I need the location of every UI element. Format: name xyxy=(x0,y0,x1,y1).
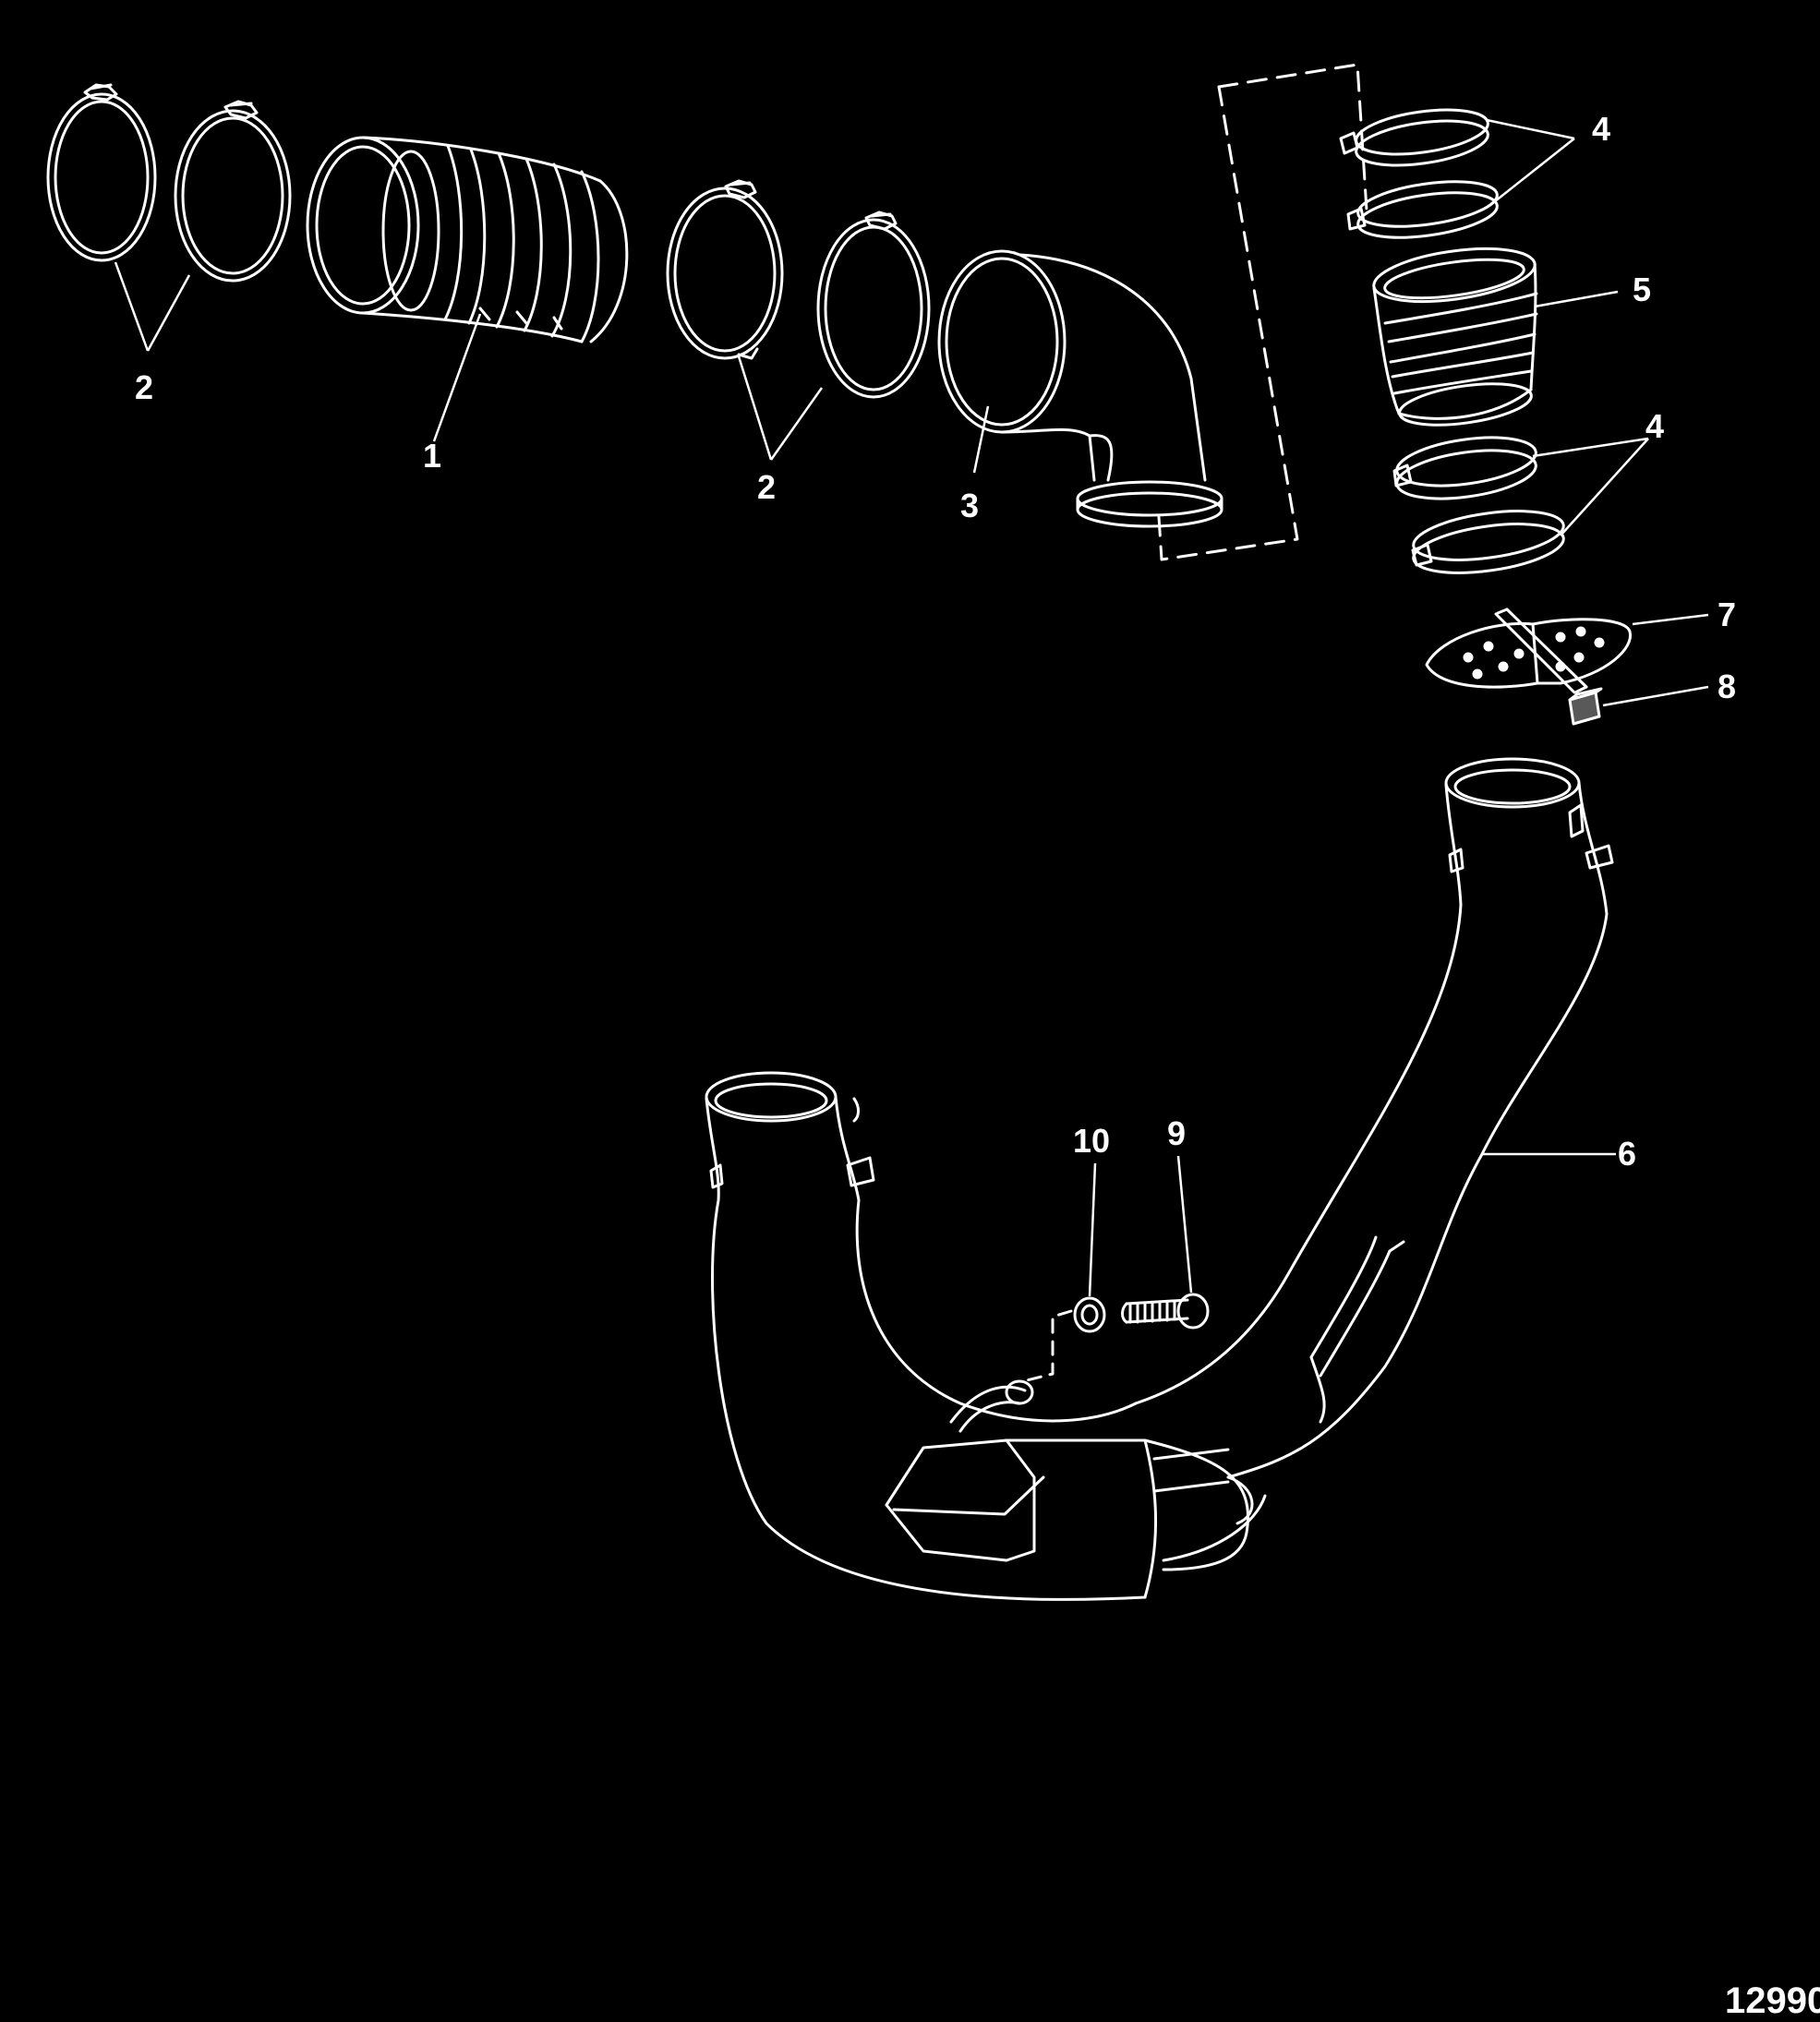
leader-5 xyxy=(1534,290,1619,308)
part-10-washer xyxy=(1073,1296,1106,1333)
leader-3 xyxy=(972,405,990,474)
part-5-coupling-hose xyxy=(1372,247,1538,427)
part-4-clamp-lower-a xyxy=(1392,436,1537,500)
bolt-alignment-dashed-line xyxy=(1021,1309,1073,1383)
alternate-parts-dashed-bracket xyxy=(1157,63,1368,561)
callout-4-upper: 4 xyxy=(1592,110,1610,148)
callout-8: 8 xyxy=(1718,668,1736,705)
part-2-clamp-mid-a xyxy=(666,179,784,360)
callout-9: 9 xyxy=(1167,1114,1186,1152)
callout-10: 10 xyxy=(1073,1122,1110,1160)
part-6-exhaust-pipe xyxy=(705,757,1614,1601)
leader-4b xyxy=(1532,437,1649,536)
callout-6: 6 xyxy=(1618,1135,1636,1173)
leader-2a xyxy=(114,261,191,352)
leader-4a xyxy=(1486,118,1575,206)
leader-9 xyxy=(1176,1155,1193,1294)
callout-4-lower: 4 xyxy=(1645,407,1664,445)
callout-5: 5 xyxy=(1633,271,1651,308)
part-2-clamp-left-a xyxy=(46,83,157,262)
mounting-boss xyxy=(1005,1379,1034,1405)
leader-lines xyxy=(114,118,1709,1297)
callout-1: 1 xyxy=(423,437,441,475)
part-2-clamp-mid-b xyxy=(816,211,931,399)
leader-2b xyxy=(737,355,824,461)
part-3-exhaust-elbow xyxy=(937,249,1223,528)
part-9-bolt xyxy=(1121,1293,1210,1330)
leader-7 xyxy=(1632,613,1709,626)
part-4-clamp-upper-b xyxy=(1346,180,1499,239)
leader-10 xyxy=(1088,1162,1097,1297)
part-7-flapper-valve xyxy=(1425,608,1633,694)
callout-7: 7 xyxy=(1718,596,1736,633)
leader-1 xyxy=(432,313,482,442)
figure-number: 12990 xyxy=(1725,1980,1820,2021)
part-8-spacer-block xyxy=(1568,687,1603,726)
part-2-clamp-left-b xyxy=(174,100,292,283)
part-4-clamp-lower-b xyxy=(1411,510,1565,574)
callout-3: 3 xyxy=(960,487,979,524)
part-4-clamp-upper-a xyxy=(1339,108,1489,167)
callout-2-middle: 2 xyxy=(757,468,776,506)
callout-2-left: 2 xyxy=(135,368,153,406)
leader-8 xyxy=(1602,685,1709,707)
part-1-exhaust-hose xyxy=(306,136,629,343)
